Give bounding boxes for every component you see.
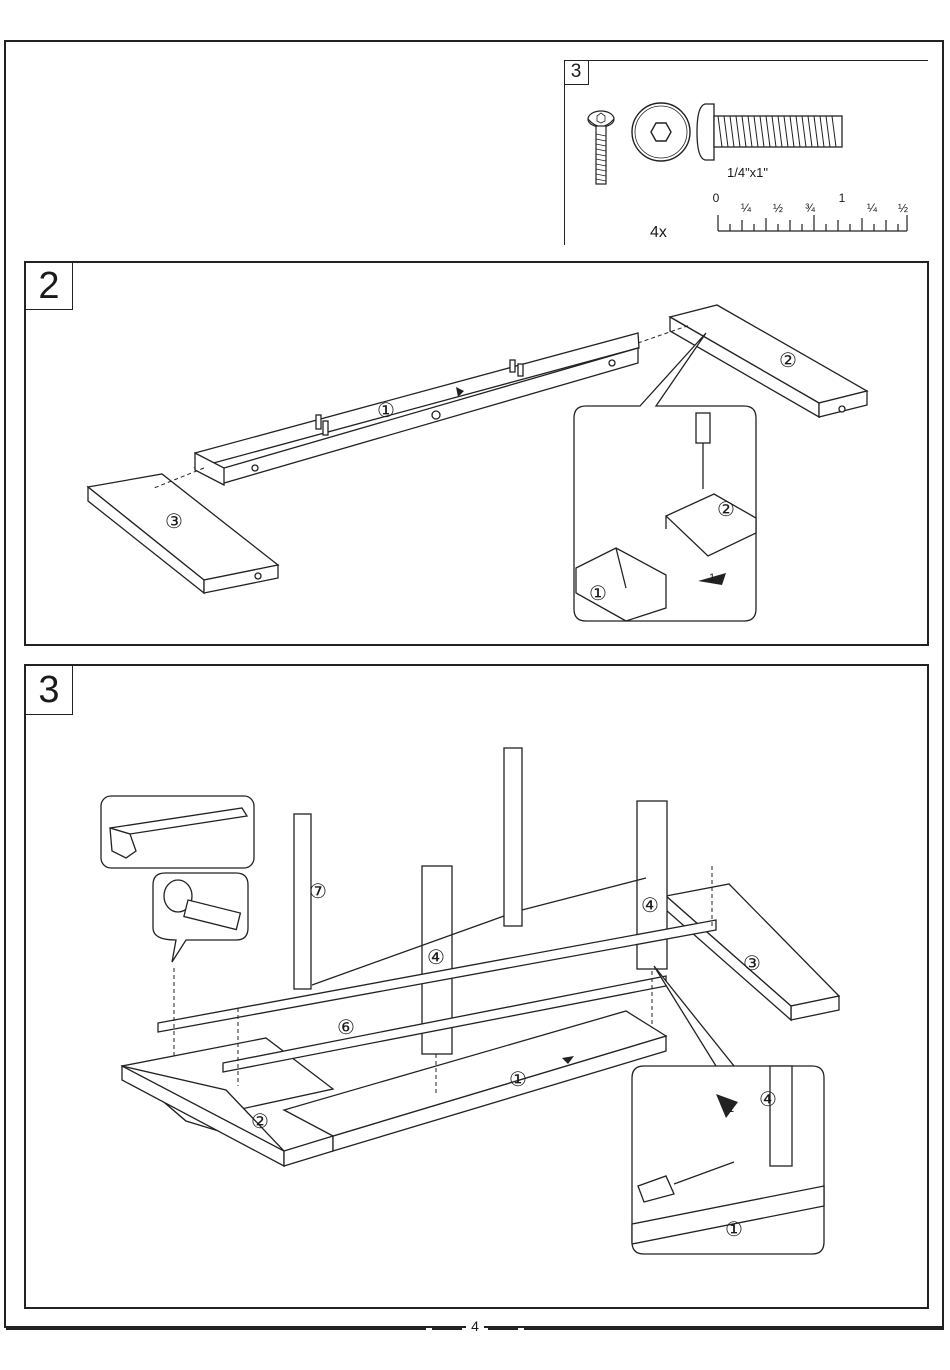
step-2-panel: 2 — [24, 261, 929, 646]
bolt-side-icon — [588, 111, 614, 184]
bolt-size-label: 1/4"x1" — [727, 165, 768, 180]
bolt-fullsize-icon — [697, 104, 842, 160]
footer-rule-mid-right — [488, 1328, 518, 1330]
step-3-part-rail: ① — [509, 1069, 527, 1091]
step-2-detail-end: ② — [717, 499, 735, 521]
footer-rule-right — [524, 1328, 944, 1330]
ruler-label-1: ¼ — [741, 201, 752, 215]
step-3-part-leg-mid: ④ — [427, 947, 445, 969]
step-3-part-end-right: ③ — [743, 953, 761, 975]
step-3-part-leg-right: ④ — [641, 895, 659, 917]
step-2-part-rail: ① — [377, 400, 395, 422]
step-2-illustration: ③ ① ② ② ① 1 — [26, 263, 927, 644]
step-3-part-stretcher: ⑥ — [337, 1017, 355, 1039]
footer-rule-left — [6, 1328, 426, 1330]
step-3-part-end-left: ② — [251, 1111, 269, 1133]
step-3-detail-rail: ① — [725, 1219, 743, 1241]
ruler-label-5: ¼ — [867, 201, 878, 215]
step-3-illustration: ⑦ ④ ④ ⑥ ① ② ③ ④ ① 1 — [26, 666, 927, 1307]
quantity-label: 4x — [650, 224, 667, 241]
ruler — [718, 215, 907, 231]
step-2-detail-rail: ① — [589, 583, 607, 605]
page-number: 4 — [466, 1318, 484, 1334]
bolt-head-icon — [632, 103, 690, 161]
ruler-label-4: 1 — [839, 191, 846, 205]
ruler-label-3: ¾ — [805, 201, 816, 215]
step-2-part-end-left: ③ — [165, 511, 183, 533]
step-2-detail-arrow-label: 1 — [709, 572, 715, 584]
hardware-illustration: 1/4"x1" 4x 0 ¼ ½ ¾ 1 ¼ ½ — [0, 0, 950, 260]
footer-rule-mid-left — [432, 1328, 462, 1330]
step-3-detail-arrow-label: 1 — [728, 1103, 734, 1115]
ruler-label-6: ½ — [898, 201, 908, 215]
ruler-label-0: 0 — [713, 191, 720, 205]
step-3-detail-leg: ④ — [759, 1089, 777, 1111]
step-3-panel: 3 — [24, 664, 929, 1309]
ruler-label-2: ½ — [773, 201, 783, 215]
step-3-part-leg-left: ⑦ — [309, 881, 327, 903]
step-2-part-end-right: ② — [779, 350, 797, 372]
